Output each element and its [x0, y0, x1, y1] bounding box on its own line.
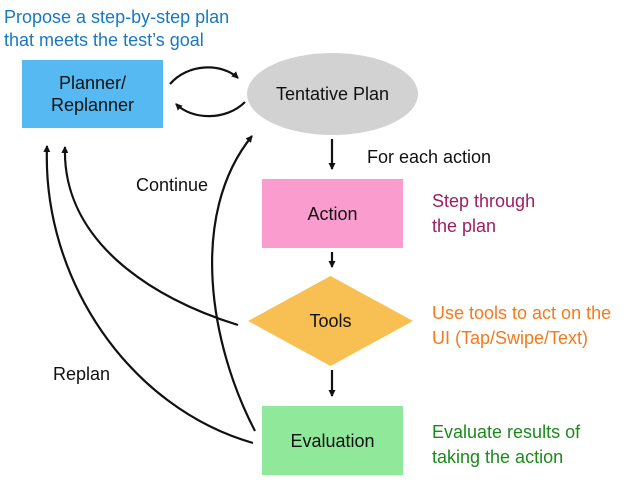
annotation-use-tools: Use tools to act on the UI (Tap/Swipe/Te…: [432, 301, 611, 351]
tools-label: Tools: [309, 311, 352, 331]
edge-continue: [211, 135, 256, 432]
edge-plan-to-planner: [175, 101, 246, 118]
annotation-use-tools-line2: UI (Tap/Swipe/Text): [432, 328, 589, 348]
edge-label-for-each-action: For each action: [367, 147, 492, 167]
node-evaluation: Evaluation: [262, 406, 403, 475]
diagram-title-line1: Propose a step-by-step plan: [4, 7, 230, 27]
annotation-step-through-line2: the plan: [432, 216, 497, 236]
annotation-step-through: Step through the plan: [432, 189, 535, 239]
node-tentative-plan: Tentative Plan: [247, 53, 418, 135]
annotation-evaluate-line1: Evaluate results of: [432, 422, 581, 442]
edge-planner-to-plan: [169, 66, 239, 85]
edge-label-continue: Continue: [136, 175, 209, 195]
tentative-plan-label: Tentative Plan: [275, 84, 390, 104]
evaluation-label: Evaluation: [290, 430, 375, 451]
node-tools: Tools: [248, 276, 413, 366]
node-planner-replanner: Planner/ Replanner: [22, 60, 163, 128]
edge-label-replan: Replan: [53, 364, 111, 384]
edge-tools-to-planner: [61, 146, 239, 327]
annotation-evaluate: Evaluate results of taking the action: [432, 420, 580, 470]
planner-label-line2: Replanner: [50, 95, 135, 115]
annotation-step-through-line1: Step through: [432, 191, 536, 211]
node-action: Action: [262, 179, 403, 248]
diagram-title: Propose a step-by-step plan that meets t…: [4, 6, 264, 52]
annotation-evaluate-line2: taking the action: [432, 447, 564, 467]
planner-label-line1: Planner/: [58, 73, 127, 93]
annotation-use-tools-line1: Use tools to act on the: [432, 303, 612, 323]
action-label: Action: [307, 203, 358, 224]
diagram-title-line2: that meets the test’s goal: [4, 30, 204, 50]
